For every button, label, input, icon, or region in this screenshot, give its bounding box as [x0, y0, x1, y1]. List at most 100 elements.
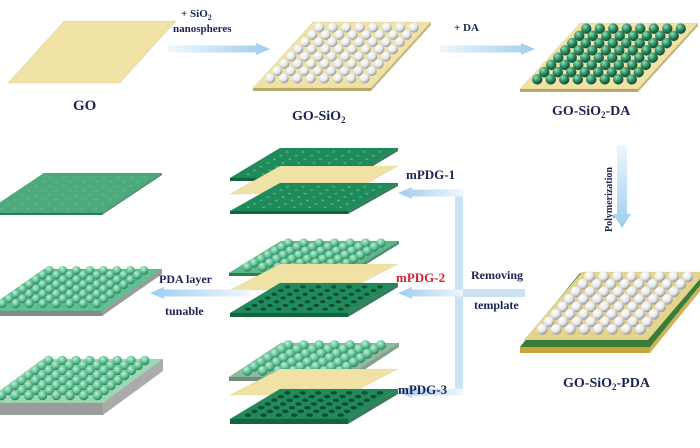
sphere: [65, 299, 75, 309]
sphere: [71, 265, 81, 275]
go-sheet: [7, 20, 177, 84]
pore: [358, 162, 362, 164]
pore: [352, 199, 356, 202]
sphere: [566, 52, 577, 63]
sphere: [316, 246, 326, 256]
pore: [343, 409, 351, 414]
sphere: [242, 365, 253, 376]
sphere: [661, 37, 672, 49]
sphere: [559, 74, 570, 85]
go-sio2-da-sheet-front-edge: [520, 89, 638, 92]
sphere: [587, 45, 598, 56]
pore: [251, 409, 258, 414]
sphere: [23, 380, 34, 391]
sphere: [333, 44, 344, 55]
sphere: [92, 299, 102, 309]
pore: [123, 181, 126, 183]
pore: [294, 189, 298, 192]
sphere: [332, 73, 343, 84]
sphere: [57, 365, 68, 376]
pore: [306, 307, 313, 311]
sphere: [613, 316, 625, 328]
sphere: [347, 29, 358, 40]
sphere: [85, 375, 96, 386]
pore: [94, 208, 97, 210]
go-sio2-sheet-front-edge: [253, 88, 371, 91]
label-nanospheres: nanospheres: [173, 23, 232, 35]
pore: [302, 292, 308, 296]
arrow-polymerization: [613, 145, 631, 228]
pore: [261, 206, 266, 209]
sphere: [105, 280, 115, 290]
pore: [284, 285, 291, 289]
pore: [320, 300, 326, 304]
pore: [283, 202, 288, 205]
pore: [95, 199, 98, 201]
label-go-sio2-pda-subscript: 2: [612, 382, 617, 392]
sphere: [38, 299, 48, 309]
pore: [363, 398, 371, 403]
sphere: [654, 45, 665, 56]
sphere: [98, 284, 108, 294]
pore: [55, 190, 58, 192]
pore: [28, 190, 31, 192]
sphere: [98, 365, 109, 376]
sphere: [347, 246, 357, 256]
sphere: [614, 30, 625, 42]
pore: [274, 165, 279, 168]
left-deep-domes: [0, 355, 150, 401]
sphere: [78, 289, 88, 299]
sphere: [98, 275, 108, 285]
sphere: [30, 385, 41, 396]
sphere: [584, 271, 596, 283]
sphere: [620, 323, 632, 335]
pore: [350, 300, 357, 304]
pore: [323, 394, 331, 399]
arrow-mpdg-2: [398, 287, 463, 299]
sphere: [578, 308, 590, 320]
pore: [303, 192, 307, 195]
pore: [48, 194, 51, 196]
label-go-sio2-pda-main: GO-SiO: [563, 376, 613, 391]
label-go-sio2-pda: GO-SiO2-PDA: [563, 376, 650, 392]
pore: [297, 409, 305, 414]
pore: [292, 206, 296, 209]
sphere: [633, 278, 645, 290]
pore: [348, 292, 355, 296]
left-flat-dots: [0, 176, 146, 210]
sphere: [44, 265, 54, 275]
pore: [75, 194, 78, 196]
pore: [361, 391, 368, 395]
pore: [327, 196, 332, 198]
pore: [313, 303, 320, 307]
pore: [342, 296, 348, 300]
sphere: [381, 37, 392, 48]
pore: [343, 162, 347, 164]
sphere: [401, 29, 412, 40]
sphere: [0, 299, 7, 309]
sphere: [285, 246, 295, 256]
sphere: [71, 365, 82, 376]
mpdg2-bottom-layer-side-edge: [348, 283, 398, 317]
sphere: [112, 365, 123, 376]
pore: [332, 150, 336, 153]
sphere: [119, 280, 129, 290]
pore: [337, 413, 344, 417]
sphere: [92, 370, 102, 381]
sphere: [65, 289, 75, 299]
pore: [328, 409, 335, 414]
sphere: [324, 250, 335, 260]
pore: [35, 185, 38, 187]
sphere: [573, 45, 584, 56]
pore: [62, 185, 65, 187]
sphere: [272, 66, 283, 77]
sphere: [374, 29, 385, 40]
pore: [346, 285, 352, 289]
pore: [298, 303, 304, 307]
pore: [323, 206, 327, 209]
pore: [339, 289, 346, 293]
pore: [326, 296, 333, 300]
da-spheres: [532, 23, 686, 85]
pore: [252, 202, 257, 205]
sphere: [78, 370, 89, 381]
